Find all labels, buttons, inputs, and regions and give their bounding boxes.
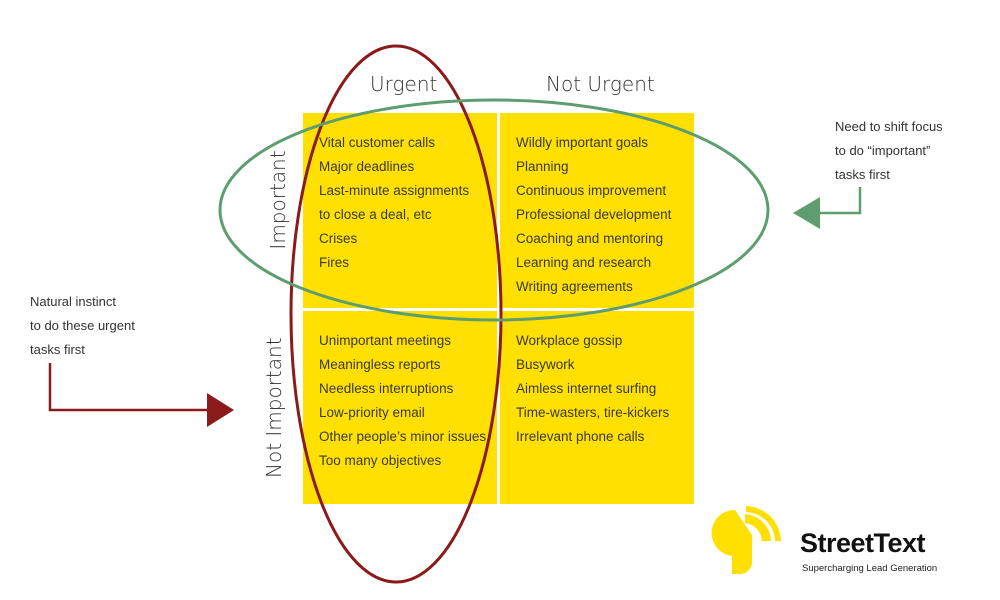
quadrant-item: Coaching and mentoring [516,231,664,246]
logo-tagline: Supercharging Lead Generation [802,563,938,574]
note-right: Need to shift focus to do “important” ta… [835,115,943,187]
quadrant-item: Needless interruptions [319,381,454,396]
row-header-not-important: Not Important [262,337,286,478]
right-arrow-head [793,197,820,229]
note-left-line: tasks first [30,342,85,357]
quadrant-item: Time-wasters, tire-kickers [516,405,670,420]
quadrant-item: Low-priority email [319,405,425,420]
quadrant-item: Professional development [516,207,672,222]
quadrant-item: Busywork [516,357,575,372]
left-arrow-line [48,363,212,412]
quadrant-item: Irrelevant phone calls [516,429,645,444]
quadrant-item: Aimless internet surfing [516,381,657,396]
quadrant-item: Major deadlines [319,159,415,174]
quadrant-item: Learning and research [516,255,652,270]
column-header-not-urgent: Not Urgent [546,72,655,96]
note-right-line: Need to shift focus [835,119,943,134]
logo-name: StreetText [800,528,926,558]
quadrant-item: Workplace gossip [516,333,623,348]
note-right-line: to do “important” [835,143,931,158]
quadrant-item: Last-minute assignments [319,183,470,198]
quadrant-item: Unimportant meetings [319,333,452,348]
note-left-line: Natural instinct [30,294,116,309]
note-right-line: tasks first [835,167,890,182]
note-left-line: to do these urgent [30,318,135,333]
quadrant-item: Too many objectives [319,453,442,468]
quadrant-item: to close a deal, etc [319,207,432,222]
row-header-important: Important [266,150,290,250]
quadrant-item: Writing agreements [516,279,633,294]
quadrant-item: Meaningless reports [319,357,441,372]
quadrant-item: Planning [516,159,569,174]
quadrant-item: Wildly important goals [516,135,649,150]
column-header-urgent: Urgent [370,72,438,96]
quadrant-item: Fires [319,255,349,270]
quadrant-item: Other people’s minor issues [319,429,487,444]
note-left: Natural instinct to do these urgent task… [30,290,135,362]
left-arrow-head [207,393,234,427]
quadrant-item: Crises [319,231,358,246]
quadrant-item: Continuous improvement [516,183,667,198]
right-arrow-line [817,187,862,215]
quadrant-item: Vital customer calls [319,135,436,150]
streettext-logo-icon [711,506,781,574]
